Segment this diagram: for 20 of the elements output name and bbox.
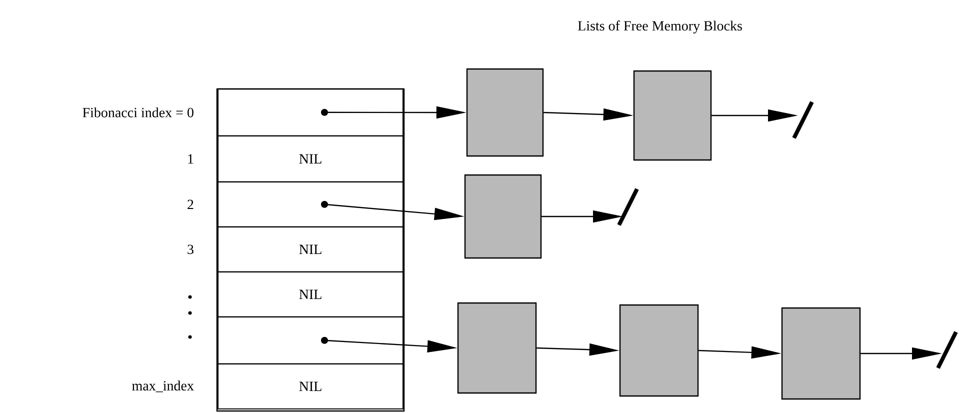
row-label: max_index <box>132 380 194 392</box>
pointer-cell <box>218 316 404 364</box>
memory-block <box>457 302 537 394</box>
nil-cell: NIL <box>218 226 404 272</box>
row-label: 1 <box>188 154 194 164</box>
nil-cell: NIL <box>218 363 404 410</box>
table-frame <box>216 88 405 412</box>
memory-block <box>619 304 699 397</box>
row-label: Fibonacci index = 0 <box>82 107 194 118</box>
pointer-cell <box>218 88 404 136</box>
row-label: 2 <box>188 200 194 210</box>
title: Lists of Free Memory Blocks <box>578 20 742 34</box>
row-label: 3 <box>188 244 194 254</box>
nil-cell: NIL <box>218 271 404 318</box>
memory-block <box>466 68 544 157</box>
memory-block <box>781 307 861 400</box>
nil-cell: NIL <box>218 135 404 182</box>
memory-block <box>633 70 712 161</box>
memory-block <box>464 174 542 259</box>
pointer-cell <box>218 181 404 228</box>
